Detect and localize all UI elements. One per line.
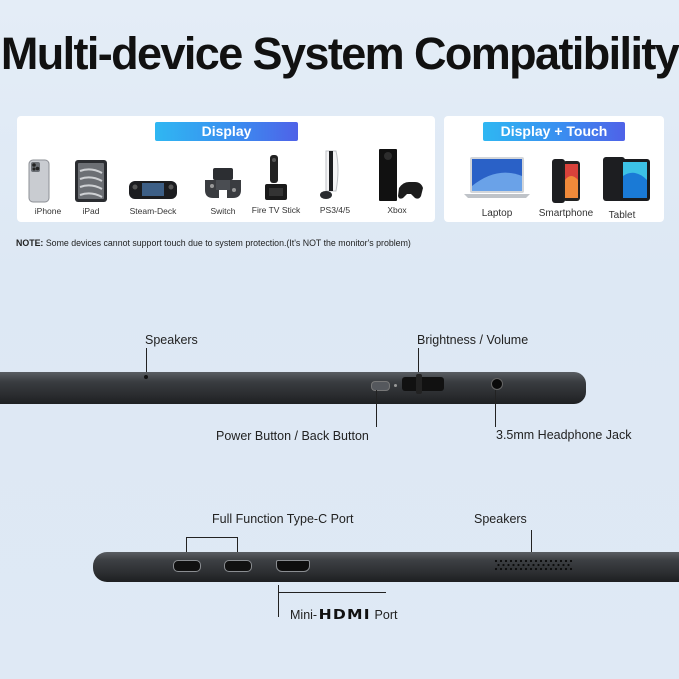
touch-header: Display + Touch <box>483 122 625 141</box>
label-speakers-bottom: Speakers <box>474 512 527 526</box>
display-header: Display <box>155 122 298 141</box>
leader-hdmi-bracket <box>278 592 386 593</box>
device-laptop: Laptop <box>464 156 530 219</box>
leader-hdmi <box>278 585 279 617</box>
leader-headphone <box>495 390 496 427</box>
iphone-icon <box>28 159 50 203</box>
label-type-c: Full Function Type-C Port <box>212 512 354 526</box>
laptop-icon <box>464 157 530 198</box>
device-label-iphone: iPhone <box>34 206 62 216</box>
indicator-dot <box>394 384 397 387</box>
page-title: Multi-device System Compatibility <box>0 28 679 79</box>
device-label-xbox: Xbox <box>387 205 407 215</box>
tablet-icon <box>603 157 650 201</box>
device-steam-deck: Steam-Deck <box>128 178 178 216</box>
device-iphone: iPhone <box>28 159 61 216</box>
device-tablet: Tablet <box>602 156 652 221</box>
label-power-button: Power Button / Back Button <box>216 429 369 443</box>
device-label-steam-deck: Steam-Deck <box>129 206 177 216</box>
note-prefix: NOTE: <box>16 238 44 248</box>
device-label-ipad: iPad <box>82 206 100 216</box>
playstation-icon <box>320 150 339 199</box>
device-ipad: iPad <box>74 159 108 216</box>
device-switch: Switch <box>201 166 245 216</box>
device-fire-tv-stick: Fire TV Stick <box>252 154 300 215</box>
leader-brightness <box>418 348 419 380</box>
label-headphone-jack: 3.5mm Headphone Jack <box>496 428 632 442</box>
mini-hdmi-port <box>276 560 310 572</box>
mini-prefix: Mini- <box>290 608 318 622</box>
label-speakers-top: Speakers <box>145 333 198 347</box>
leader-speakers-top <box>146 348 147 378</box>
steam-deck-icon <box>129 181 177 199</box>
type-c-port-1 <box>173 560 201 572</box>
brightness-volume-rocker <box>402 374 444 394</box>
switch-icon <box>205 168 241 198</box>
monitor-top-edge <box>0 372 586 404</box>
note-text: Some devices cannot support touch due to… <box>43 238 411 248</box>
compat-note: NOTE: Some devices cannot support touch … <box>16 238 411 248</box>
device-label-laptop: Laptop <box>481 208 513 219</box>
headphone-jack <box>491 378 503 390</box>
speaker-grille-bottom <box>494 559 573 571</box>
leader-speakers-bottom <box>531 530 532 556</box>
power-button <box>371 381 390 391</box>
hdmi-logo: HDMI <box>318 608 371 623</box>
leader-type-c-left <box>186 537 187 559</box>
monitor-bottom-edge <box>93 552 679 582</box>
fire-tv-stick-icon <box>265 155 287 200</box>
device-label-smartphone: Smartphone <box>538 208 594 219</box>
device-label-tablet: Tablet <box>608 210 636 221</box>
port-suffix: Port <box>374 608 398 622</box>
device-label-ps: PS3/4/5 <box>319 205 351 215</box>
ipad-icon <box>75 160 107 202</box>
device-smartphone: Smartphone <box>539 158 593 219</box>
display-panel: Display iPhone iPad Steam-Deck <box>17 116 435 222</box>
leader-type-c-right <box>237 537 238 559</box>
xbox-icon <box>379 149 423 201</box>
device-label-fire-tv-stick: Fire TV Stick <box>251 205 301 215</box>
device-label-switch: Switch <box>210 206 236 216</box>
label-brightness-volume: Brightness / Volume <box>417 333 529 347</box>
speaker-hole-top <box>144 375 148 379</box>
type-c-port-2 <box>224 560 252 572</box>
device-ps: PS3/4/5 <box>320 150 350 215</box>
touch-panel: Display + Touch Laptop Smartphone Tablet <box>444 116 664 222</box>
device-xbox: Xbox <box>377 148 423 215</box>
smartphone-icon <box>552 159 580 203</box>
leader-power <box>376 390 377 427</box>
leader-type-c-bracket <box>186 537 238 538</box>
